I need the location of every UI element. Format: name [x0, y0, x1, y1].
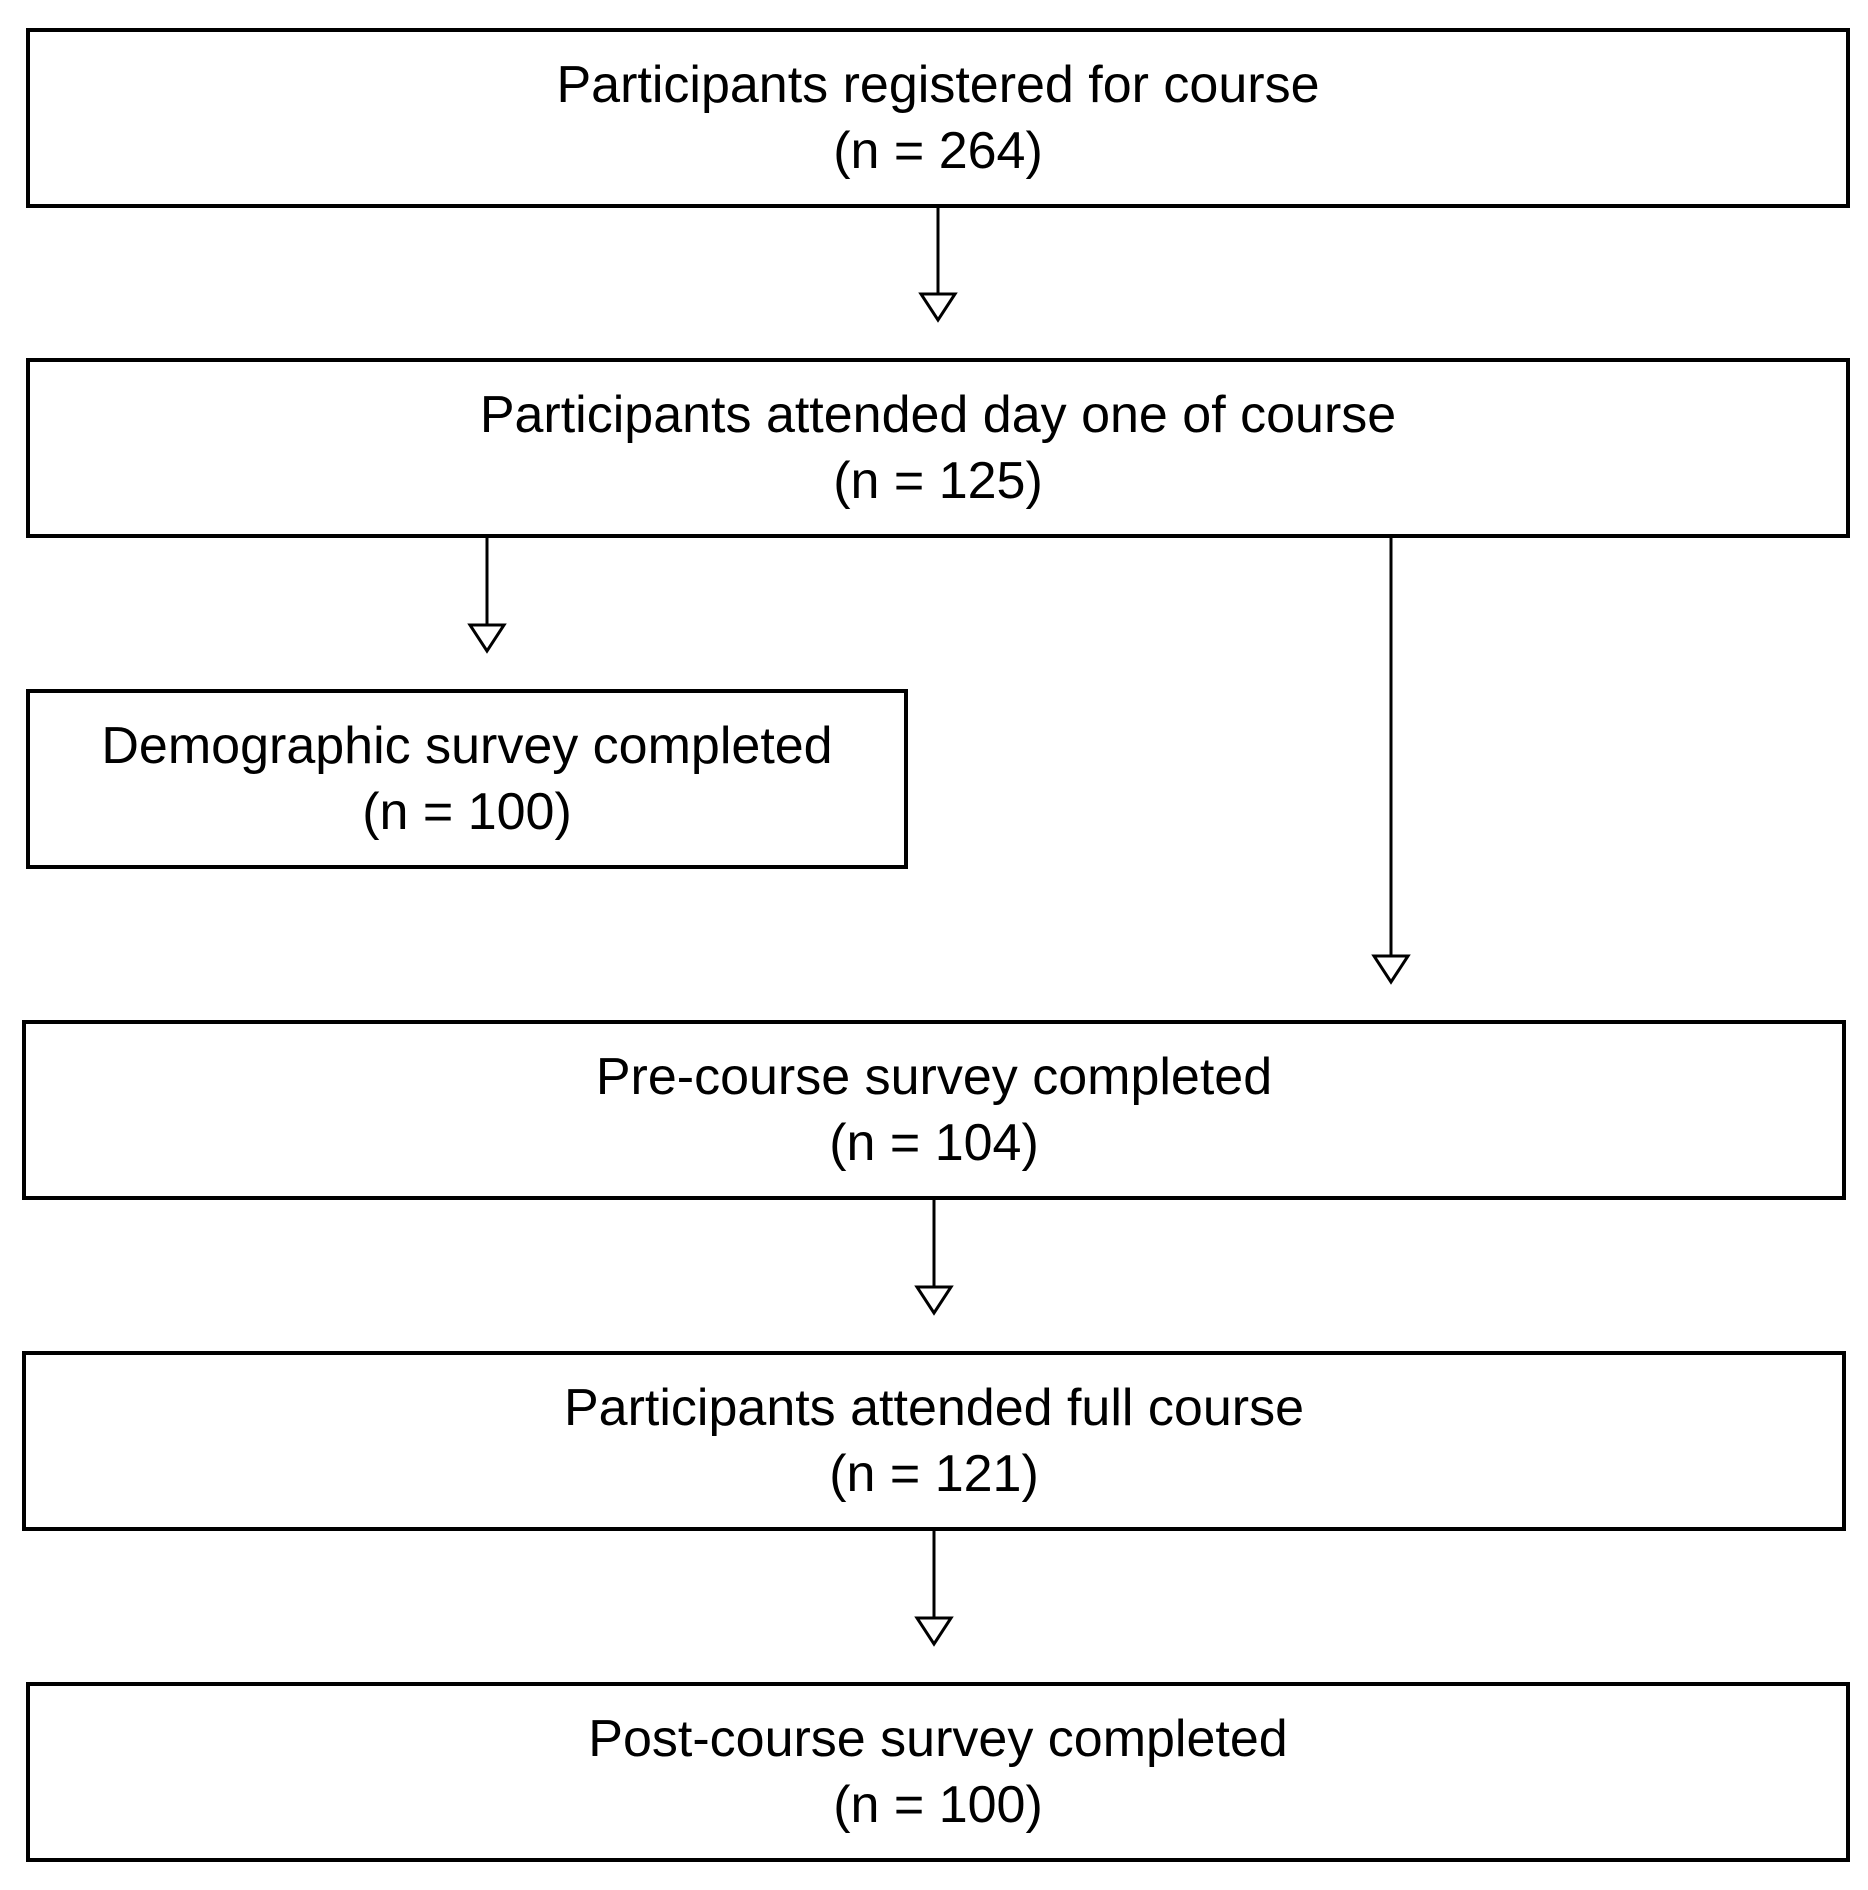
node-title: Participants attended full course — [564, 1379, 1304, 1437]
node-full-course: Participants attended full course (n = 1… — [22, 1351, 1846, 1531]
arrowhead-down-icon — [914, 1285, 954, 1316]
node-pre-course-survey: Pre-course survey completed (n = 104) — [22, 1020, 1846, 1200]
node-count: (n = 100) — [833, 1776, 1043, 1834]
node-count: (n = 104) — [829, 1114, 1039, 1172]
node-day-one: Participants attended day one of course … — [26, 358, 1850, 538]
arrowhead-down-icon — [467, 623, 507, 654]
node-demographic-survey: Demographic survey completed (n = 100) — [26, 689, 908, 869]
node-title: Participants registered for course — [556, 56, 1320, 114]
arrowhead-down-icon — [914, 1616, 954, 1647]
node-count: (n = 125) — [833, 452, 1043, 510]
node-title: Pre-course survey completed — [595, 1048, 1273, 1106]
node-count: (n = 121) — [829, 1445, 1039, 1503]
node-count: (n = 264) — [833, 122, 1043, 180]
node-post-course-survey: Post-course survey completed (n = 100) — [26, 1682, 1850, 1862]
arrowhead-down-icon — [1371, 954, 1411, 985]
node-title: Post-course survey completed — [588, 1710, 1288, 1768]
node-title: Participants attended day one of course — [479, 386, 1397, 444]
arrowhead-down-icon — [918, 292, 958, 323]
node-registered: Participants registered for course (n = … — [26, 28, 1850, 208]
node-count: (n = 100) — [362, 783, 572, 841]
node-title: Demographic survey completed — [101, 717, 833, 775]
